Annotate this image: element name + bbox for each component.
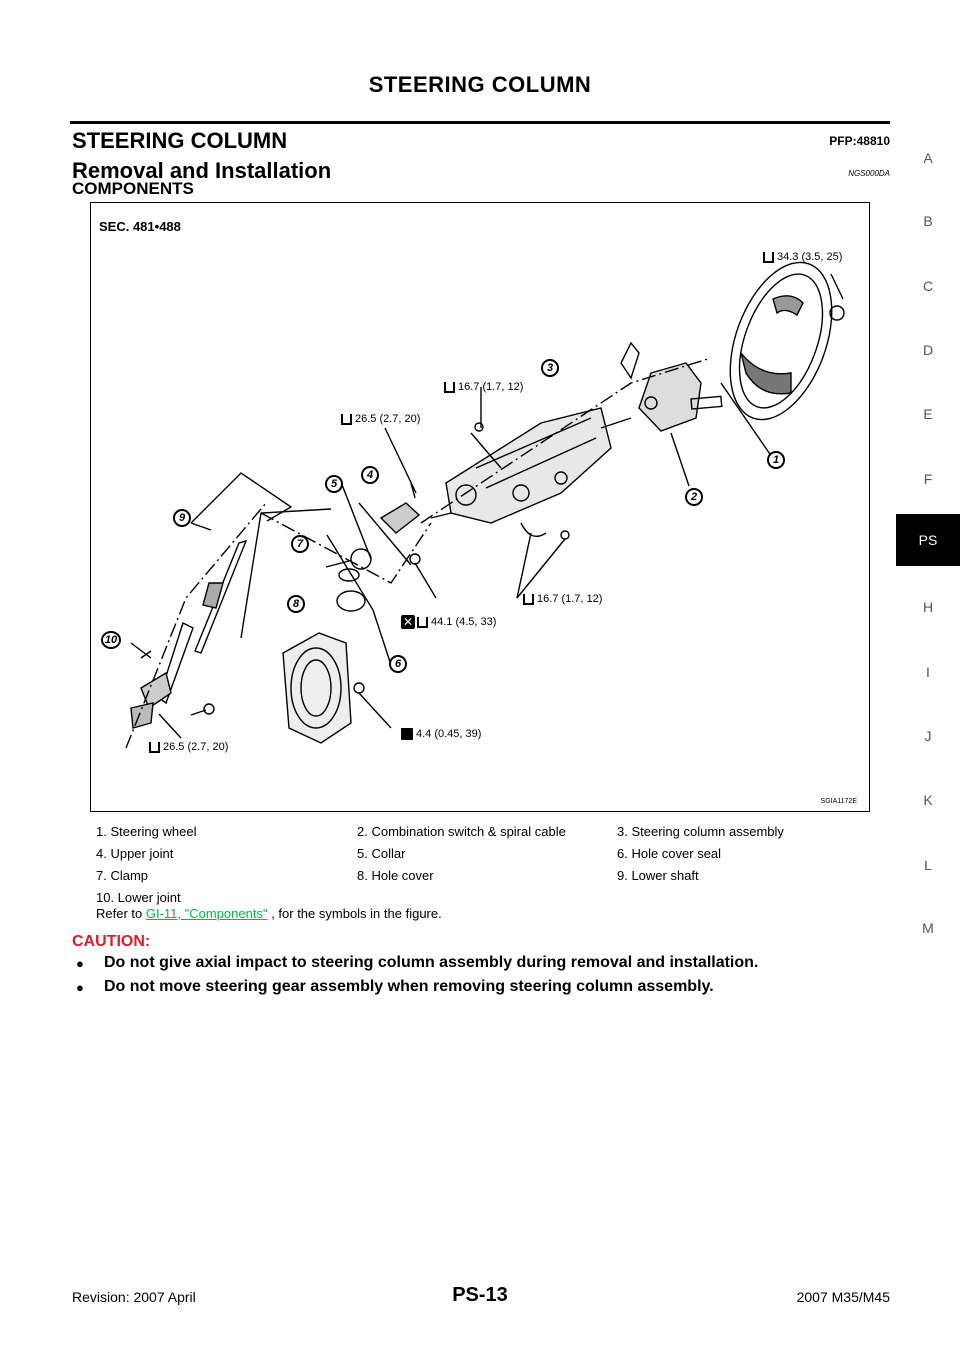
legend-row: 7. Clamp 8. Hole cover 9. Lower shaft: [96, 864, 886, 886]
caution-label: CAUTION:: [72, 933, 151, 950]
callout-7: 7: [291, 535, 309, 553]
legend-item: 1. Steering wheel: [96, 823, 197, 839]
torque-spec-3: 26.5 (2.7, 20): [341, 413, 420, 425]
torque-spec-5: ✕44.1 (4.5, 33): [401, 615, 497, 629]
callout-2: 2: [685, 488, 703, 506]
page-number: PS-13: [452, 1284, 508, 1306]
parts-legend: 1. Steering wheel 2. Combination switch …: [96, 820, 886, 908]
legend-row: 10. Lower joint: [96, 886, 886, 908]
tab-f[interactable]: F: [923, 471, 933, 487]
pfp-code: PFP:48810: [829, 134, 890, 148]
page-header: STEERING COLUMN: [368, 72, 592, 97]
tab-h[interactable]: H: [922, 599, 934, 615]
torque-wrench-icon: [444, 381, 455, 393]
torque-wrench-icon: [149, 741, 160, 753]
torque-spec-1: 34.3 (3.5, 25): [763, 251, 842, 263]
torque-spec-7: 26.5 (2.7, 20): [149, 741, 228, 753]
torque-spec-4: 16.7 (1.7, 12): [523, 593, 602, 605]
subsection-title: Removal and Installation: [72, 158, 332, 183]
legend-item: 3. Steering column assembly: [617, 823, 784, 839]
footer-model: 2007 M35/M45: [796, 1289, 890, 1305]
tab-c[interactable]: C: [922, 278, 934, 294]
caution-item: ●Do not give axial impact to steering co…: [76, 954, 758, 974]
exploded-diagram: SEC. 481•488 SGIA1172E 34.3 (3.5, 25) 16…: [90, 202, 870, 812]
callout-6: 6: [389, 655, 407, 673]
torque-wrench-icon: [763, 251, 774, 263]
callout-4: 4: [361, 466, 379, 484]
bullet-icon: ●: [76, 956, 84, 971]
tab-i[interactable]: I: [926, 664, 930, 680]
torque-wrench-icon: [417, 616, 428, 628]
legend-item: 10. Lower joint: [96, 889, 181, 905]
bullet-icon: ●: [76, 980, 84, 995]
callout-9: 9: [173, 509, 191, 527]
tab-j[interactable]: J: [924, 728, 932, 744]
header-rule: [70, 121, 890, 124]
ngs-code: NGS000DA: [848, 169, 890, 178]
callout-8: 8: [287, 595, 305, 613]
tab-d[interactable]: D: [922, 342, 934, 358]
figure-id: SGIA1172E: [820, 798, 857, 805]
tab-l[interactable]: L: [924, 857, 932, 873]
torque-spec-2: 16.7 (1.7, 12): [444, 381, 523, 393]
tab-b[interactable]: B: [923, 213, 933, 229]
do-not-reuse-icon: ✕: [401, 615, 415, 629]
tab-ps[interactable]: PS: [896, 514, 960, 566]
caution-item: ●Do not move steering gear assembly when…: [76, 978, 714, 998]
tab-m[interactable]: M: [922, 920, 934, 936]
legend-item: 7. Clamp: [96, 867, 149, 883]
legend-item: 9. Lower shaft: [617, 867, 699, 883]
diagram-drawing: [125, 261, 845, 749]
footer-revision: Revision: 2007 April: [72, 1289, 196, 1305]
components-heading: COMPONENTS: [72, 179, 194, 198]
tab-k[interactable]: K: [923, 792, 933, 808]
legend-row: 4. Upper joint 5. Collar 6. Hole cover s…: [96, 842, 886, 864]
callout-5: 5: [325, 475, 343, 493]
tab-a[interactable]: A: [923, 150, 933, 166]
components-link[interactable]: GI-11, "Components": [145, 906, 268, 921]
legend-item: 5. Collar: [357, 845, 406, 861]
callout-10: 10: [101, 631, 121, 649]
legend-item: 8. Hole cover: [357, 867, 434, 883]
callout-3: 3: [541, 359, 559, 377]
refer-note: Refer to GI-11, "Components" , for the s…: [96, 906, 442, 921]
section-title: STEERING COLUMN: [72, 128, 288, 153]
torque-wrench-icon: [341, 413, 352, 425]
section-index-tabs: A B C D E F PS H I J K L M: [896, 0, 960, 1358]
section-number: SEC. 481•488: [99, 219, 181, 234]
torque-spec-6: 4.4 (0.45, 39): [401, 728, 481, 740]
callout-1: 1: [767, 451, 785, 469]
tab-e[interactable]: E: [923, 406, 933, 422]
legend-item: 2. Combination switch & spiral cable: [357, 823, 566, 839]
torque-wrench-icon: [523, 593, 534, 605]
legend-item: 6. Hole cover seal: [617, 845, 722, 861]
torque-wrench-filled-icon: [401, 728, 413, 740]
legend-item: 4. Upper joint: [96, 845, 174, 861]
legend-row: 1. Steering wheel 2. Combination switch …: [96, 820, 886, 842]
